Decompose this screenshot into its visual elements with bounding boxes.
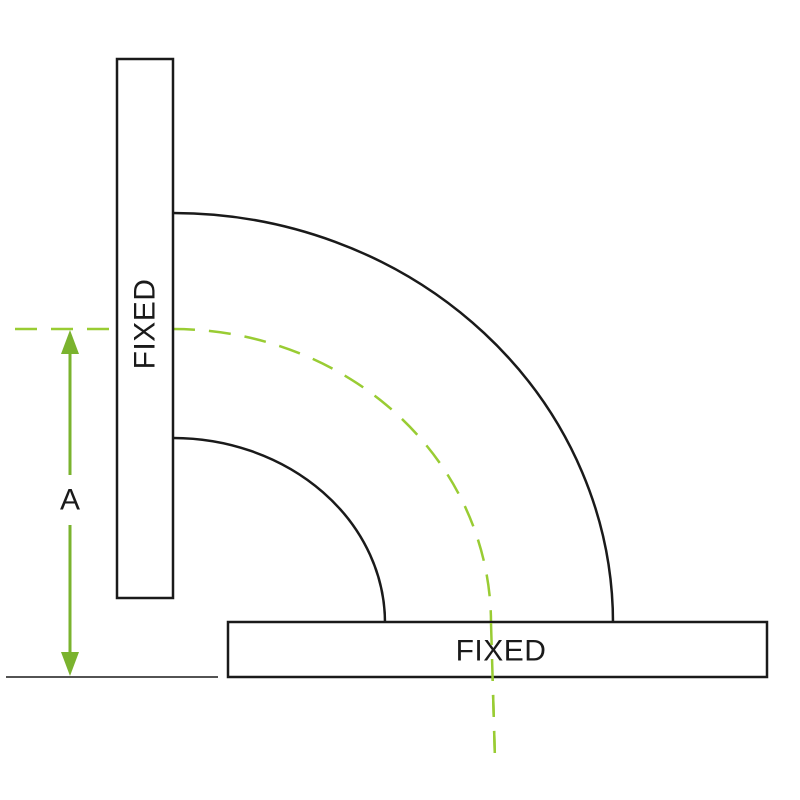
horizontal-flange-label: FIXED [456,635,547,668]
vertical-fixed-flange [115,57,175,600]
dimension-arrow-up [61,330,79,354]
dimension-label: A [60,484,80,517]
elbow-outer-arc [172,211,615,624]
horizontal-fixed-flange [226,620,769,679]
vertical-flange-label: FIXED [129,279,162,370]
vertical-centerline-overlay [489,622,497,761]
dimension-arrow-down [61,652,79,676]
elbow-inner-arc [172,436,387,624]
elbow-centerline-arc [172,327,493,624]
